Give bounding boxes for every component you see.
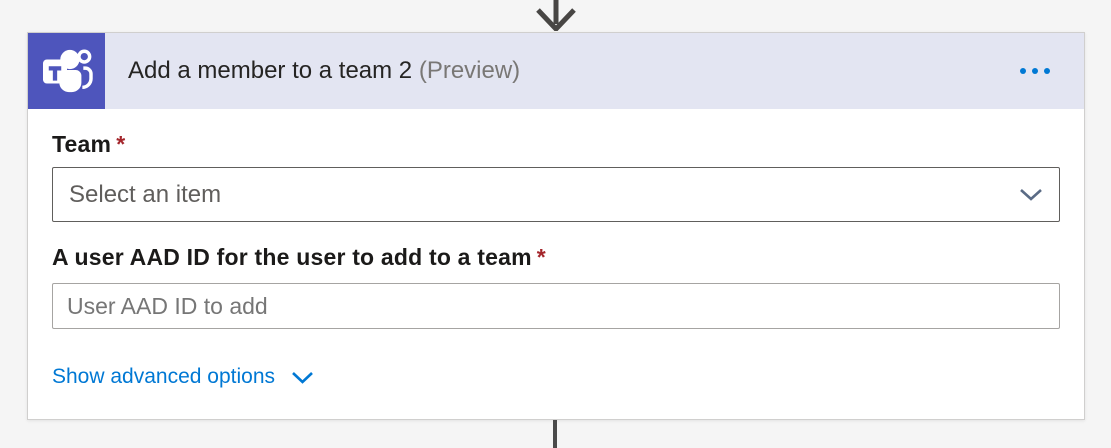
flow-connector-line — [553, 420, 557, 448]
ellipsis-dot — [1032, 68, 1038, 74]
user-aad-id-input[interactable] — [52, 283, 1060, 329]
arrow-down-icon — [536, 0, 576, 31]
team-field-label: Team* — [52, 131, 1060, 158]
user-aad-id-field-label: A user AAD ID for the user to add to a t… — [52, 244, 1060, 271]
ellipsis-dot — [1020, 68, 1026, 74]
show-advanced-options-link[interactable]: Show advanced options — [52, 365, 314, 389]
more-actions-button[interactable] — [1016, 60, 1054, 82]
team-field-label-text: Team — [52, 131, 112, 157]
show-advanced-options-label: Show advanced options — [52, 365, 275, 388]
ellipsis-dot — [1044, 68, 1050, 74]
action-title-preview-tag: (Preview) — [418, 57, 521, 84]
microsoft-teams-icon — [28, 33, 105, 109]
chevron-down-icon — [292, 371, 313, 384]
required-asterisk: * — [536, 244, 546, 270]
action-card: Add a member to a team 2 (Preview) Team*… — [27, 32, 1085, 420]
chevron-down-icon — [1020, 189, 1042, 201]
action-title-text: Add a member to a team 2 — [128, 57, 413, 84]
team-dropdown[interactable]: Select an item — [52, 167, 1060, 222]
action-title: Add a member to a team 2 (Preview) — [128, 57, 520, 85]
user-aad-id-field-label-text: A user AAD ID for the user to add to a t… — [52, 244, 532, 270]
action-card-header[interactable]: Add a member to a team 2 (Preview) — [28, 33, 1084, 109]
team-dropdown-placeholder: Select an item — [69, 180, 222, 208]
required-asterisk: * — [116, 131, 126, 157]
action-card-body: Team* Select an item A user AAD ID for t… — [28, 131, 1084, 389]
